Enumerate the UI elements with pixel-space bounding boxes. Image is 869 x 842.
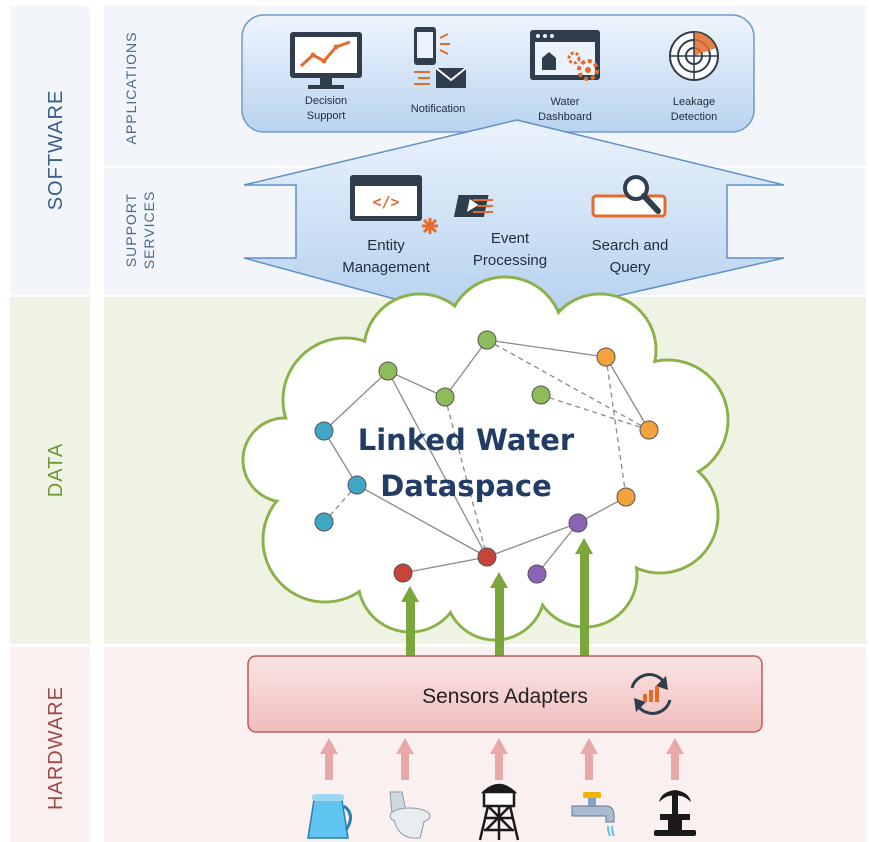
svg-text:Entity: Entity: [367, 237, 405, 254]
leakage-detection-caption: Leakage Detection: [671, 96, 717, 123]
sensors-adapters-box: [247, 655, 763, 733]
refresh-chart-icon: [630, 673, 672, 715]
node-green: [477, 330, 497, 350]
svg-text:Management: Management: [342, 259, 430, 276]
svg-text:Event: Event: [491, 230, 530, 247]
notification-caption: Notification: [411, 103, 465, 115]
node-orange: [596, 347, 616, 367]
monitor-chart-icon: [290, 32, 362, 89]
node-blue: [314, 512, 334, 532]
support-services-label-line1: SUPPORT: [123, 193, 139, 267]
svg-text:Decision: Decision: [305, 95, 347, 107]
kettle-icon: [307, 794, 352, 839]
node-red: [393, 563, 413, 583]
node-orange: [616, 487, 636, 507]
device-to-adapter-arrows: [320, 738, 684, 780]
node-purple: [568, 513, 588, 533]
support-services-label-line2: SERVICES: [141, 191, 157, 270]
svg-text:Dashboard: Dashboard: [538, 111, 592, 123]
node-green: [378, 361, 398, 381]
svg-text:Leakage: Leakage: [673, 96, 715, 108]
phone-mail-icon: [414, 27, 467, 88]
applications-layer-label: APPLICATIONS: [123, 32, 139, 145]
svg-text:Detection: Detection: [671, 111, 717, 123]
node-blue: [347, 475, 367, 495]
svg-text:Processing: Processing: [473, 252, 547, 269]
fountain-icon: [654, 790, 696, 836]
faucet-icon: [571, 792, 615, 837]
sensors-adapters-label: Sensors Adapters: [422, 685, 588, 708]
water-tower-icon: [478, 783, 520, 841]
svg-text:Query: Query: [610, 259, 651, 276]
entity-management-caption: Entity Management: [342, 237, 430, 276]
code-window-icon: </>: [350, 175, 438, 234]
water-dashboard-caption: Water Dashboard: [538, 96, 592, 123]
node-orange: [639, 420, 659, 440]
node-green: [531, 385, 551, 405]
node-purple: [527, 564, 547, 584]
svg-text:Support: Support: [307, 110, 346, 122]
film-event-icon: [453, 195, 493, 217]
graph-dashed-edges: [323, 339, 650, 558]
search-bar-icon: [591, 175, 667, 218]
graph-nodes: [314, 330, 659, 584]
event-processing-caption: Event Processing: [473, 230, 547, 269]
radar-target-icon: [669, 31, 719, 81]
dataspace-title-line2: Dataspace: [380, 469, 552, 503]
svg-text:Water: Water: [551, 96, 580, 108]
toilet-icon: [389, 791, 431, 839]
dashboard-gear-icon: [530, 30, 600, 81]
node-blue: [314, 421, 334, 441]
graph-edges: [323, 339, 650, 575]
decision-support-caption: Decision Support: [305, 95, 347, 122]
search-and-query-caption: Search and Query: [592, 237, 669, 276]
hardware-layer-label: HARDWARE: [45, 686, 67, 810]
node-red: [477, 547, 497, 567]
svg-text:Notification: Notification: [411, 103, 465, 115]
svg-text:</>: </>: [372, 193, 399, 211]
node-green: [435, 387, 455, 407]
adapter-to-cloud-arrows: [401, 538, 593, 658]
svg-text:Search and: Search and: [592, 237, 669, 254]
software-layer-label: SOFTWARE: [45, 90, 67, 211]
data-layer-label: DATA: [45, 443, 67, 497]
dataspace-title-line1: Linked Water: [358, 423, 575, 457]
